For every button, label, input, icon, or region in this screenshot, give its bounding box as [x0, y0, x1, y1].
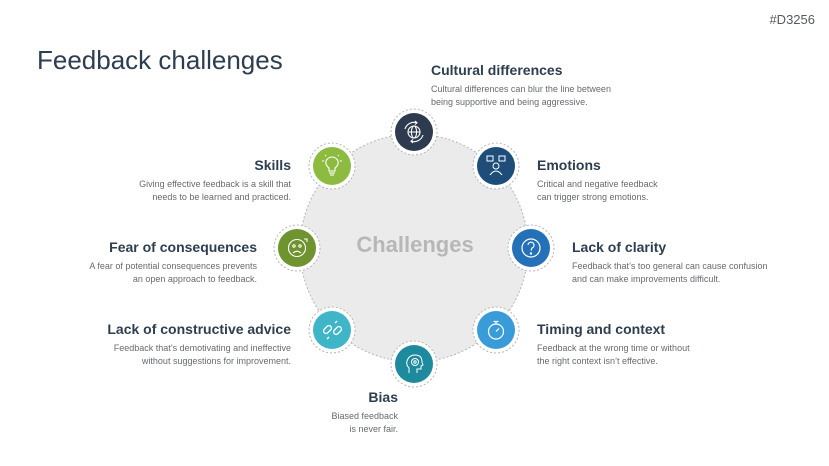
node-clarity-disc: [512, 229, 550, 267]
node-skills: [308, 142, 356, 190]
label-constructive-title: Lack of constructive advice: [107, 321, 291, 337]
stopwatch-icon: [487, 320, 505, 340]
node-skills-disc: [313, 147, 351, 185]
node-bias-disc: [395, 345, 433, 383]
label-clarity: Lack of clarity Feedback that’s too gene…: [572, 239, 767, 286]
label-skills-desc: Giving effective feedback is a skill tha…: [139, 179, 291, 202]
label-skills-title: Skills: [254, 157, 291, 173]
broken-link-icon: [322, 320, 343, 340]
label-timing-title: Timing and context: [537, 321, 666, 337]
label-consequences: Fear of consequences A fear of potential…: [40, 239, 257, 286]
node-emotions-disc: [477, 147, 515, 185]
label-skills: Skills Giving effective feedback is a sk…: [90, 157, 291, 204]
center-label: Challenges: [356, 232, 474, 257]
node-emotions: [472, 142, 520, 190]
node-timing: [472, 306, 520, 354]
person-emotions-icon: [486, 155, 506, 176]
node-constructive: [308, 306, 356, 354]
node-clarity: [507, 224, 555, 272]
label-bias-title: Bias: [368, 389, 398, 405]
label-timing: Timing and context Feedback at the wrong…: [537, 321, 690, 368]
node-bias: [390, 340, 438, 388]
label-consequences-title: Fear of consequences: [109, 239, 257, 255]
label-constructive: Lack of constructive advice Feedback tha…: [60, 321, 291, 368]
question-mark-icon: [521, 238, 541, 258]
node-timing-disc: [477, 311, 515, 349]
page-title: Feedback challenges: [37, 45, 283, 76]
globe-arrows-icon: [404, 120, 424, 144]
label-constructive-desc: Feedback that’s demotivating and ineffec…: [113, 343, 291, 366]
label-clarity-title: Lack of clarity: [572, 239, 667, 255]
head-target-icon: [406, 354, 424, 373]
label-cultural: Cultural differences Cultural difference…: [431, 62, 611, 109]
node-consequences: [273, 224, 321, 272]
lightbulb-icon: [322, 154, 342, 176]
worried-face-icon: [287, 238, 308, 258]
label-emotions-title: Emotions: [537, 157, 601, 173]
node-cultural: [390, 108, 438, 156]
label-cultural-title: Cultural differences: [431, 62, 563, 78]
slide-id: #D3256: [769, 12, 815, 27]
node-constructive-disc: [313, 311, 351, 349]
label-clarity-desc: Feedback that’s too general can cause co…: [572, 261, 768, 284]
node-consequences-disc: [278, 229, 316, 267]
label-cultural-desc: Cultural differences can blur the line b…: [431, 84, 611, 107]
label-consequences-desc: A fear of potential consequences prevent…: [89, 261, 257, 284]
